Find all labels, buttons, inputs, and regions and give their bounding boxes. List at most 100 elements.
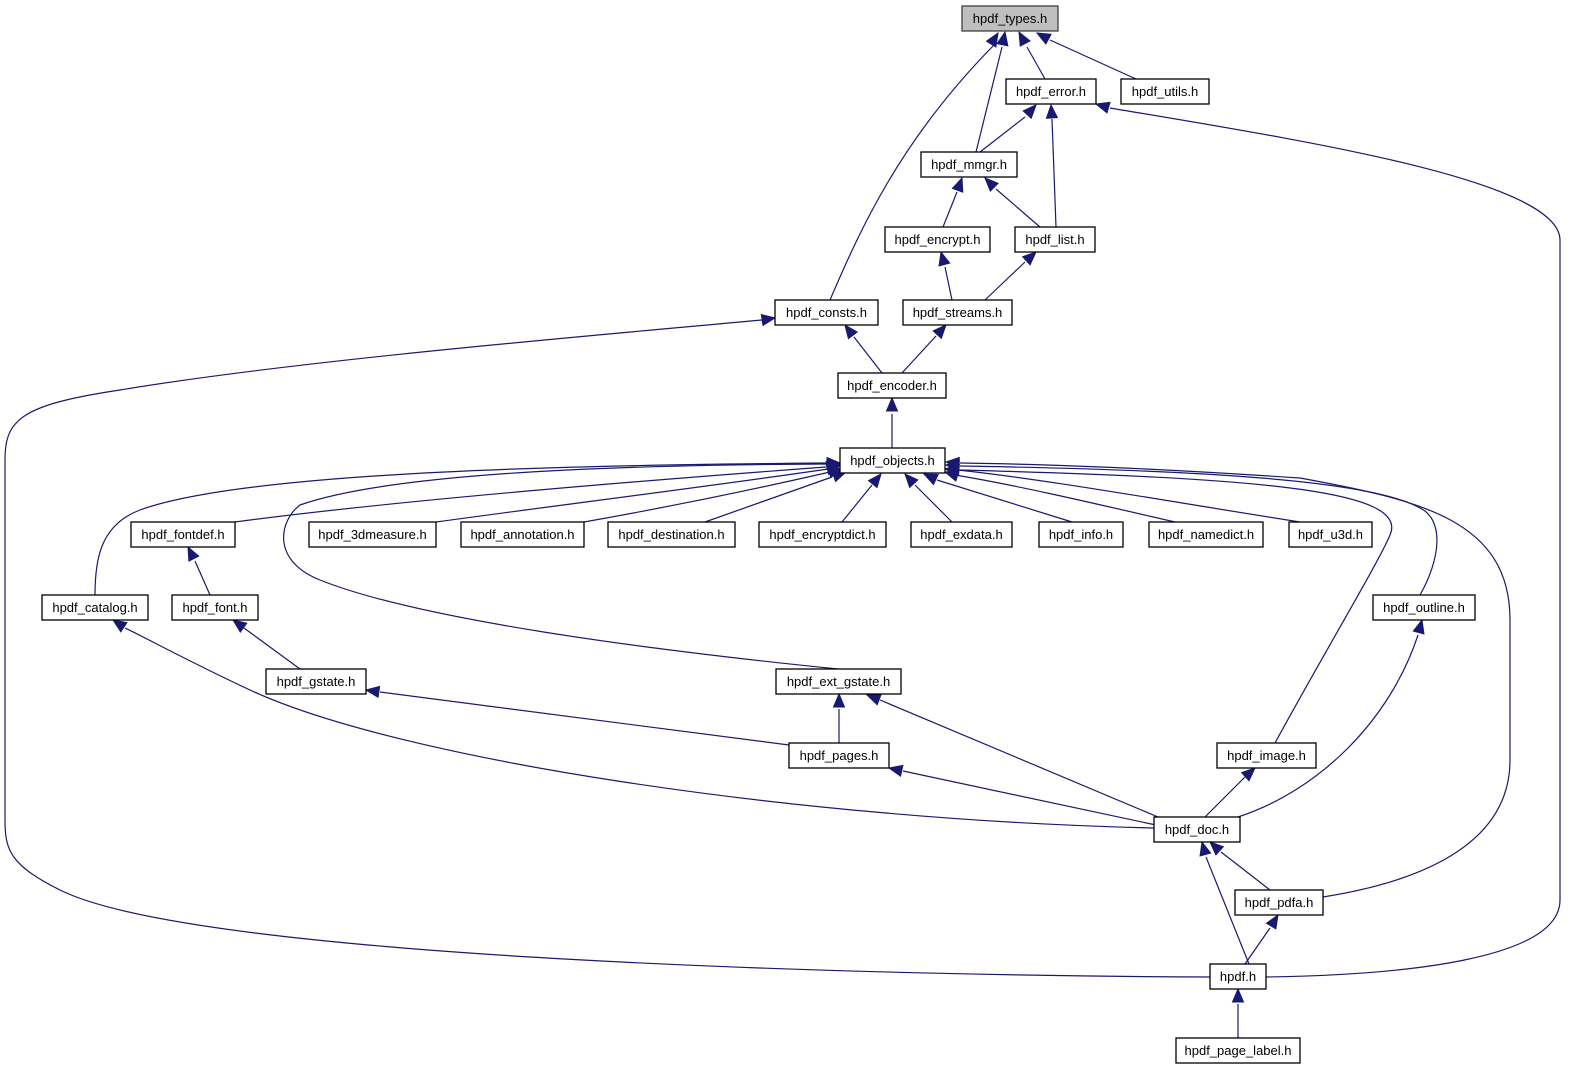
edge-gstate-to-font — [231, 619, 301, 670]
node-doc[interactable]: hpdf_doc.h — [1153, 816, 1241, 843]
node-annotation[interactable]: hpdf_annotation.h — [460, 521, 585, 548]
node-box[interactable] — [1209, 963, 1267, 990]
arrowhead-icon — [1094, 101, 1111, 114]
edge-line — [194, 560, 211, 596]
edge-line — [901, 335, 937, 374]
node-ext-gstate[interactable]: hpdf_ext_gstate.h — [775, 668, 902, 695]
arrowhead-icon — [985, 31, 999, 48]
arrowhead-icon — [885, 396, 899, 412]
edge-image-to-objects — [944, 463, 1393, 744]
node-objects[interactable]: hpdf_objects.h — [839, 447, 946, 474]
arrowhead-icon — [887, 764, 904, 777]
node-box[interactable] — [41, 594, 149, 621]
node-u3d[interactable]: hpdf_u3d.h — [1288, 521, 1373, 548]
node-box[interactable] — [788, 742, 890, 769]
edge-encryptdict-to-objects — [841, 473, 882, 523]
edge-hpdf-to-consts — [4, 313, 1211, 978]
node-box[interactable] — [961, 5, 1059, 32]
node-box[interactable] — [775, 668, 902, 695]
edge-line — [583, 471, 831, 523]
edge-fontdef-to-objects — [234, 460, 842, 523]
node-box[interactable] — [308, 521, 437, 548]
node-box[interactable] — [1005, 78, 1097, 105]
node-error[interactable]: hpdf_error.h — [1005, 78, 1097, 105]
node-streams[interactable]: hpdf_streams.h — [902, 299, 1013, 326]
node-box[interactable] — [837, 372, 947, 399]
edge-utils-to-types — [1035, 32, 1137, 80]
node-label: hpdf_types.h — [973, 11, 1047, 26]
node-mmgr[interactable]: hpdf_mmgr.h — [920, 151, 1018, 178]
node-box[interactable] — [1148, 521, 1264, 548]
node-box[interactable] — [460, 521, 585, 548]
edge-line — [942, 191, 958, 228]
node-box[interactable] — [902, 299, 1013, 326]
node-consts[interactable]: hpdf_consts.h — [774, 299, 879, 326]
arrowhead-icon — [1045, 103, 1059, 119]
edge-doc-to-image — [1204, 767, 1256, 818]
node-box[interactable] — [910, 521, 1013, 548]
node-box[interactable] — [1120, 78, 1210, 105]
node-box[interactable] — [607, 521, 736, 548]
node-label: hpdf_exdata.h — [920, 527, 1002, 542]
node-label: hpdf_objects.h — [850, 453, 935, 468]
node-box[interactable] — [1038, 521, 1124, 548]
edge-pdfa-to-objects — [944, 456, 1511, 898]
node-namedict[interactable]: hpdf_namedict.h — [1148, 521, 1264, 548]
node-image[interactable]: hpdf_image.h — [1216, 742, 1317, 769]
edge-line — [829, 43, 996, 301]
edge-line — [959, 469, 1393, 744]
node-encoder[interactable]: hpdf_encoder.h — [837, 372, 947, 399]
node-gstate[interactable]: hpdf_gstate.h — [265, 668, 367, 695]
node-types[interactable]: hpdf_types.h — [961, 5, 1059, 32]
edge-line — [379, 691, 790, 746]
arrowhead-icon — [951, 176, 964, 193]
node-box[interactable] — [1288, 521, 1373, 548]
node-pages[interactable]: hpdf_pages.h — [788, 742, 890, 769]
node-list[interactable]: hpdf_list.h — [1014, 226, 1096, 253]
arrowhead-icon — [187, 545, 200, 562]
node-box[interactable] — [1153, 816, 1241, 843]
node-box[interactable] — [1372, 594, 1476, 621]
edge-line — [936, 479, 1073, 523]
node-box[interactable] — [265, 668, 367, 695]
arrowhead-icon — [1022, 104, 1037, 120]
edge-line — [984, 261, 1026, 301]
node-page-label[interactable]: hpdf_page_label.h — [1175, 1037, 1301, 1064]
node-3dmeasure[interactable]: hpdf_3dmeasure.h — [308, 521, 437, 548]
node-box[interactable] — [171, 594, 259, 621]
node-font[interactable]: hpdf_font.h — [171, 594, 259, 621]
node-encryptdict[interactable]: hpdf_encryptdict.h — [758, 521, 887, 548]
node-info[interactable]: hpdf_info.h — [1038, 521, 1124, 548]
node-box[interactable] — [1216, 742, 1317, 769]
node-encrypt[interactable]: hpdf_encrypt.h — [884, 226, 991, 253]
node-box[interactable] — [1175, 1037, 1301, 1064]
node-utils[interactable]: hpdf_utils.h — [1120, 78, 1210, 105]
arrowhead-icon — [932, 324, 947, 340]
node-box[interactable] — [1014, 226, 1096, 253]
node-label: hpdf_pages.h — [800, 748, 879, 763]
node-destination[interactable]: hpdf_destination.h — [607, 521, 736, 548]
node-label: hpdf_consts.h — [786, 305, 867, 320]
node-exdata[interactable]: hpdf_exdata.h — [910, 521, 1013, 548]
node-box[interactable] — [1234, 889, 1324, 916]
node-pdfa[interactable]: hpdf_pdfa.h — [1234, 889, 1324, 916]
node-label: hpdf_list.h — [1025, 232, 1084, 247]
edge-mmgr-to-error — [979, 104, 1037, 153]
edge-hpdf-to-error — [1094, 101, 1561, 978]
node-label: hpdf_namedict.h — [1158, 527, 1254, 542]
node-box[interactable] — [839, 447, 946, 474]
node-box[interactable] — [920, 151, 1018, 178]
arrowhead-icon — [865, 694, 882, 706]
node-fontdef[interactable]: hpdf_fontdef.h — [130, 521, 236, 548]
edge-3dmeasure-to-objects — [435, 463, 842, 523]
node-catalog[interactable]: hpdf_catalog.h — [41, 594, 149, 621]
edge-line — [94, 462, 827, 596]
node-box[interactable] — [758, 521, 887, 548]
node-box[interactable] — [884, 226, 991, 253]
edge-line — [979, 116, 1026, 153]
node-box[interactable] — [130, 521, 236, 548]
node-box[interactable] — [774, 299, 879, 326]
node-label: hpdf_pdfa.h — [1245, 895, 1314, 910]
node-outline[interactable]: hpdf_outline.h — [1372, 594, 1476, 621]
node-hpdf[interactable]: hpdf.h — [1209, 963, 1267, 990]
